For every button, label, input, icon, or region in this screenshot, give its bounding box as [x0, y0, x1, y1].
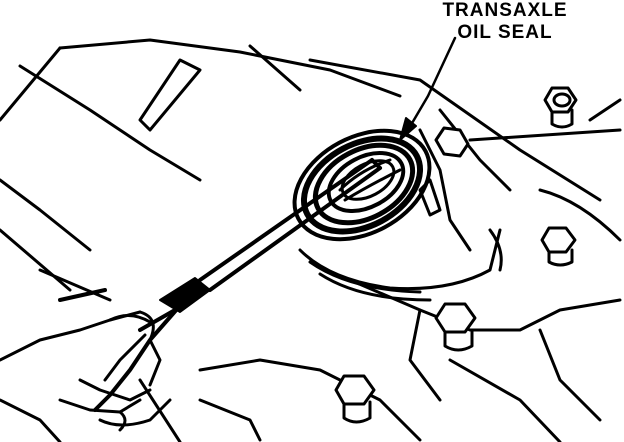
bolt-right — [540, 226, 577, 267]
callout-line-1: TRANSAXLE — [442, 0, 568, 21]
callout-label: TRANSAXLE OIL SEAL — [420, 0, 590, 44]
transaxle-housing — [0, 38, 622, 442]
bolt-center — [434, 302, 477, 352]
bolt-seal-boss — [434, 126, 470, 158]
seal-bore-housing — [298, 128, 503, 302]
hand — [0, 310, 172, 442]
bolt-bottom — [334, 374, 376, 424]
bolt-top-right — [543, 86, 578, 129]
callout-line-2: OIL SEAL — [457, 22, 553, 43]
callout-leader — [399, 36, 457, 141]
screwdriver — [93, 158, 382, 412]
